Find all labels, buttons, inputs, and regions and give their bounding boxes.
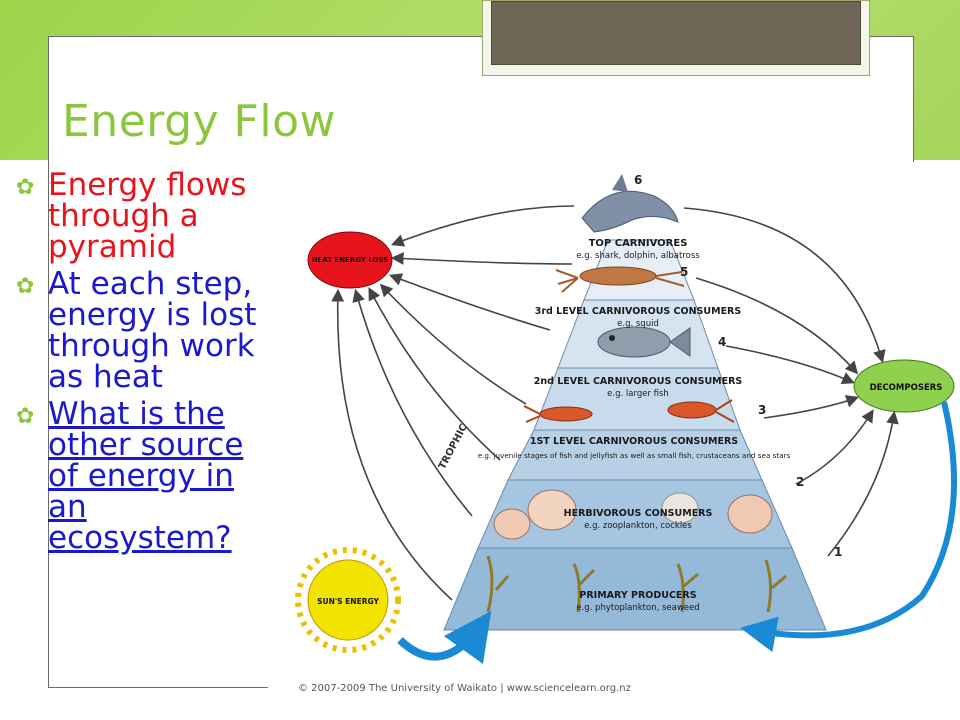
heat-loss-node: HEAT ENERGY LOSS (307, 231, 393, 289)
bullet-2: ✿ At each step, energy is lost through w… (16, 269, 278, 393)
copyright-caption: © 2007-2009 The University of Waikato | … (298, 683, 631, 694)
heat-loss-label: HEAT ENERGY LOSS (312, 256, 389, 264)
level-6-example: e.g. shark, dolphin, albatross (576, 251, 700, 261)
sun-label: SUN'S ENERGY (317, 597, 379, 606)
level-4-title: 2nd LEVEL CARNIVOROUS CONSUMERS (534, 376, 743, 387)
sun-input-arrow (397, 610, 492, 664)
level-5-example: e.g. squid (617, 319, 659, 329)
bullet-3: ✿ What is the other source of energy in … (16, 399, 278, 554)
bullet-list: ✿ Energy flows through a pyramid ✿ At ea… (16, 170, 278, 560)
level-6-number: 6 (634, 173, 642, 187)
level-2-example: e.g. zooplankton, cockles (584, 521, 692, 531)
dolphin-icon (581, 174, 679, 233)
title-tab-inner (491, 1, 861, 65)
slide-title: Energy Flow (62, 96, 336, 147)
level-3-title: 1ST LEVEL CARNIVOROUS CONSUMERS (530, 436, 738, 447)
sun-node: SUN'S ENERGY (295, 547, 401, 653)
seaweed-icon (486, 555, 787, 613)
heat-arrows (331, 205, 575, 601)
bullet-3-icon: ✿ (16, 404, 35, 429)
title-tab (482, 0, 870, 76)
shells-icon (493, 489, 773, 540)
level-4-number: 4 (718, 335, 726, 349)
level-1-example: e.g. phytoplankton, seaweed (576, 603, 699, 613)
bullet-1-text: Energy flows through a pyramid (48, 167, 247, 265)
level-6-title: TOP CARNIVORES (589, 238, 688, 249)
level-3-example: e.g. juvenile stages of fish and jellyfi… (478, 451, 791, 460)
level-1-title: PRIMARY PRODUCERS (579, 590, 696, 601)
level-1-number: 1 (834, 545, 842, 559)
level-5-title: 3rd LEVEL CARNIVOROUS CONSUMERS (535, 306, 742, 317)
tier-1 (443, 547, 827, 631)
bullet-2-icon: ✿ (16, 274, 35, 299)
nutrient-return-arrow (740, 401, 957, 652)
decomposers-label: DECOMPOSERS (870, 383, 943, 393)
squid-icon (555, 266, 685, 293)
bullet-1: ✿ Energy flows through a pyramid (16, 170, 278, 263)
crayfish-icon (523, 399, 735, 423)
energy-pyramid-diagram: TOP CARNIVORES e.g. shark, dolphin, alba… (295, 173, 957, 664)
level-5-number: 5 (680, 265, 688, 279)
decomposers-node: DECOMPOSERS (853, 359, 955, 413)
trophic-label: TROPHIC (437, 422, 470, 471)
level-2-title: HERBIVOROUS CONSUMERS (564, 508, 713, 519)
bullet-1-icon: ✿ (16, 175, 35, 200)
bullet-2-text: At each step, energy is lost through wor… (48, 266, 257, 395)
level-4-example: e.g. larger fish (607, 389, 669, 399)
bullet-3-text: What is the other source of energy in an… (48, 396, 244, 556)
decomposer-arrows (683, 207, 899, 557)
level-3-number: 3 (758, 403, 766, 417)
fish-icon (597, 326, 691, 358)
